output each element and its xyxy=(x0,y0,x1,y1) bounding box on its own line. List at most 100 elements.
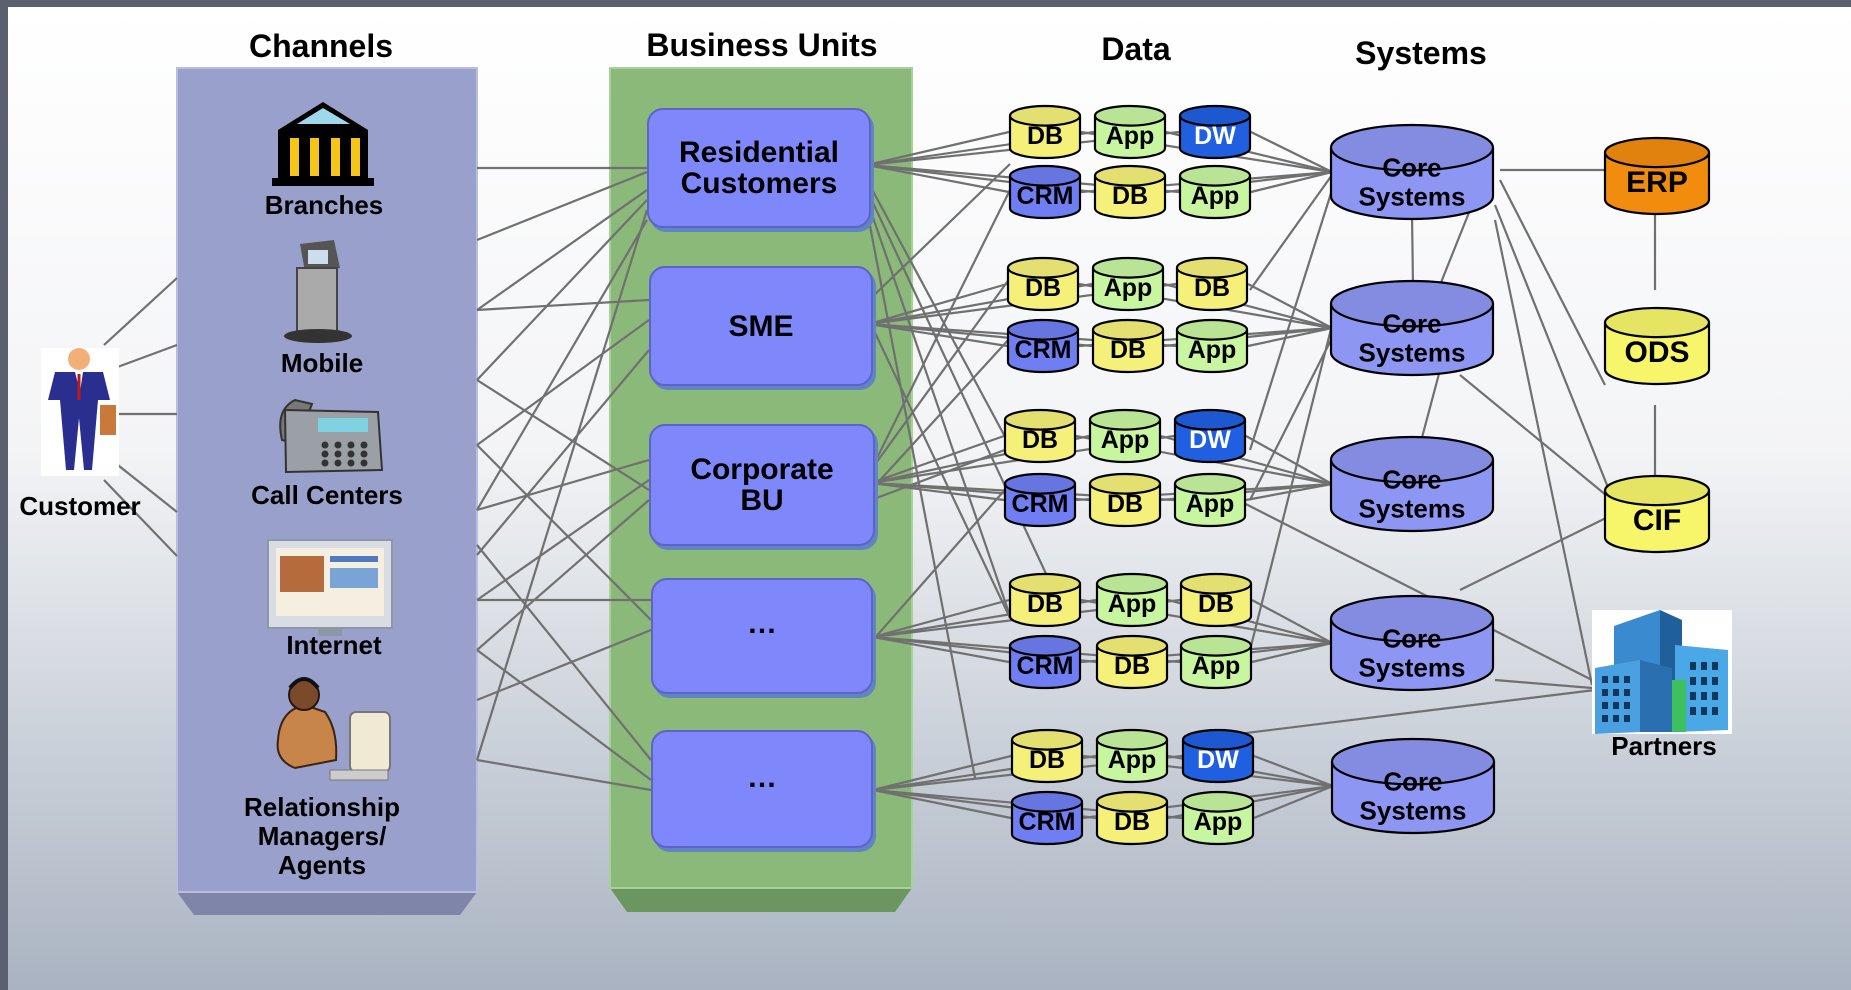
data-store-1-top-db: DB xyxy=(1008,104,1082,160)
data-store-2-top-app: App xyxy=(1091,256,1165,312)
connector-line xyxy=(103,479,178,557)
channel-label-mobile: Mobile xyxy=(280,348,364,378)
connector-line xyxy=(476,219,648,511)
data-store-5-bottom-crm: CRM xyxy=(1010,790,1084,846)
data-store-2-top-db-label: DB xyxy=(1194,274,1230,302)
data-store-1-top-db-label: DB xyxy=(1027,122,1063,150)
connector-line xyxy=(1251,641,1333,664)
business-unit-corporate[interactable]: Corporate BU xyxy=(649,424,875,546)
data-store-3-top-app-label: App xyxy=(1101,426,1150,454)
data-store-2-bottom-db: DB xyxy=(1091,318,1165,374)
data-store-4-bottom-db: DB xyxy=(1095,634,1169,690)
data-store-1-top-app: App xyxy=(1093,104,1167,160)
connector-line xyxy=(872,635,1010,664)
data-store-1-top-dw: DW xyxy=(1178,104,1252,160)
connector-line xyxy=(476,499,650,651)
data-store-5-top-dw-label: DW xyxy=(1197,746,1239,774)
data-store-3-bottom-app: App xyxy=(1173,472,1247,528)
data-store-2-top-app-label: App xyxy=(1104,274,1153,302)
connector-line xyxy=(1251,599,1333,644)
header-business-units: Business Units xyxy=(646,27,878,63)
data-store-3-top-dw: DW xyxy=(1173,408,1247,464)
connector-line xyxy=(476,199,648,381)
enterprise-cif: CIF xyxy=(1603,474,1711,554)
connector-line xyxy=(870,277,1011,471)
data-store-4-bottom-crm: CRM xyxy=(1008,634,1082,690)
connector-line xyxy=(1248,189,1334,451)
data-store-5-bottom-db-label: DB xyxy=(1114,808,1150,836)
connector-line xyxy=(1499,179,1606,386)
connector-line xyxy=(1250,170,1333,194)
data-store-4-bottom-app-label: App xyxy=(1192,652,1241,680)
data-store-2-top-db: DB xyxy=(1175,256,1249,312)
data-store-2-top-db: DB xyxy=(1006,256,1080,312)
connector-line xyxy=(868,282,1008,326)
partners-label: Partners xyxy=(1611,731,1717,761)
connector-line xyxy=(870,337,1011,491)
computer-monitor-icon xyxy=(267,539,393,636)
business-unit-other-1[interactable]: … xyxy=(651,578,873,694)
connector-line xyxy=(1249,337,1333,501)
connector-line xyxy=(476,758,652,792)
business-unit-residential-customers[interactable]: Residential Customers xyxy=(647,108,871,228)
connector-line xyxy=(476,628,652,702)
data-store-5-top-db: DB xyxy=(1010,728,1084,784)
business-unit-other-2[interactable]: … xyxy=(651,730,873,848)
data-store-4-top-db-label: DB xyxy=(1027,590,1063,618)
channel-label-branches: Branches xyxy=(264,190,384,220)
data-store-3-bottom-crm: CRM xyxy=(1003,472,1077,528)
bank-building-icon xyxy=(272,102,374,186)
connector-line xyxy=(1459,374,1613,501)
connector-line xyxy=(870,189,1011,471)
connector-line xyxy=(475,209,649,761)
data-store-1-bottom-db-label: DB xyxy=(1112,182,1148,210)
header-systems: Systems xyxy=(1355,35,1487,71)
data-store-4-top-app: App xyxy=(1095,572,1169,628)
connector-line xyxy=(1247,326,1333,348)
data-store-3-bottom-crm-label: CRM xyxy=(1012,490,1069,518)
connector-line xyxy=(872,598,1010,639)
connector-line xyxy=(872,483,1011,641)
channel-label-call-centers: Call Centers xyxy=(251,480,403,510)
connector-line xyxy=(870,434,1005,485)
business-unit-sme[interactable]: SME xyxy=(649,266,873,386)
data-store-2-top-db-label: DB xyxy=(1025,274,1061,302)
data-store-2-bottom-app-label: App xyxy=(1188,336,1237,364)
data-store-3-bottom-db: DB xyxy=(1088,472,1162,528)
connector-line xyxy=(870,481,1005,502)
connector-line xyxy=(476,189,648,311)
connector-line xyxy=(1493,204,1615,501)
channel-label-internet: Internet xyxy=(286,630,382,660)
data-store-4-top-app-label: App xyxy=(1108,590,1157,618)
connector-line xyxy=(1418,369,1442,446)
connector-line xyxy=(476,649,652,781)
connector-line xyxy=(1438,209,1472,286)
data-store-5-bottom-db: DB xyxy=(1095,790,1169,846)
connector-line xyxy=(1249,174,1333,291)
data-store-2-bottom-app: App xyxy=(1175,318,1249,374)
connector-line xyxy=(476,444,652,621)
connector-line xyxy=(870,446,1011,502)
data-store-4-bottom-app: App xyxy=(1179,634,1253,690)
connector-line xyxy=(1229,688,1596,737)
agent-at-computer-icon xyxy=(276,677,391,781)
connector-line xyxy=(1493,219,1594,686)
data-store-1-bottom-db: DB xyxy=(1093,164,1167,220)
connector-line xyxy=(865,199,1012,617)
data-store-5-bottom-crm-label: CRM xyxy=(1019,808,1076,836)
data-store-1-bottom-app: App xyxy=(1178,164,1252,220)
connector-line xyxy=(1229,495,1593,681)
connector-line xyxy=(1410,214,1415,286)
connector-line xyxy=(476,170,648,242)
data-store-3-top-dw-label: DW xyxy=(1189,426,1231,454)
connector-line xyxy=(872,754,1012,792)
data-store-5-top-app: App xyxy=(1095,728,1169,784)
connector-line xyxy=(866,179,1011,447)
